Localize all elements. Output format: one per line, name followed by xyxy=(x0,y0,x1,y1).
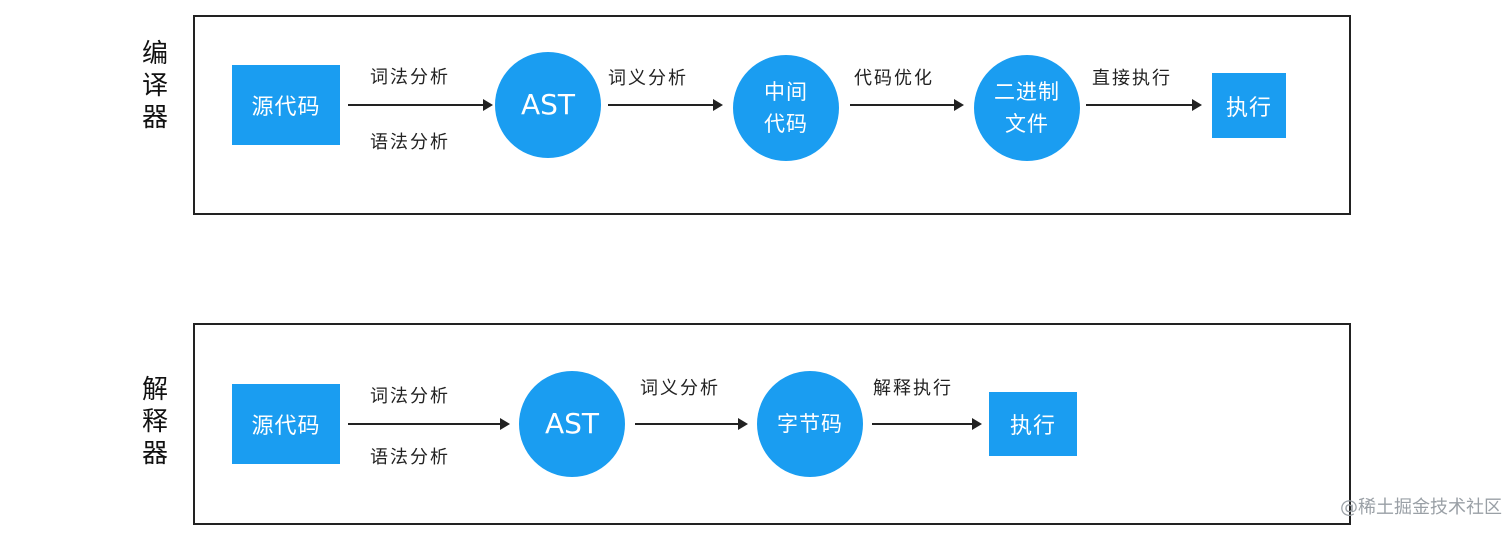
compiler-source-code-node: 源代码 xyxy=(232,65,340,145)
compiler-ir-line2: 代码 xyxy=(764,112,808,136)
interpreter-arrow-bytecode-to-exec xyxy=(872,418,982,430)
interpreter-arrow-source-to-ast xyxy=(348,418,510,430)
compiler-ast-node: AST xyxy=(495,52,601,158)
compiler-intermediate-code-node: 中间 代码 xyxy=(733,55,839,161)
compiler-binary-line1: 二进制 xyxy=(994,80,1060,104)
compiler-optimize-label: 代码优化 xyxy=(854,68,934,89)
interpreter-arrow-ast-to-bytecode xyxy=(635,418,748,430)
compiler-arrow-source-to-ast xyxy=(348,99,493,111)
compiler-semantic-label: 词义分析 xyxy=(608,68,688,89)
compiler-arrow-ir-to-binary xyxy=(850,99,964,111)
interpreter-title: 解释器 xyxy=(141,375,168,469)
compiler-binary-line2: 文件 xyxy=(1005,112,1049,136)
compiler-execute-node: 执行 xyxy=(1212,73,1286,138)
interpreter-lexical-label: 词法分析 xyxy=(370,386,450,407)
compiler-lexical-label: 词法分析 xyxy=(370,67,450,88)
compiler-arrow-binary-to-exec xyxy=(1086,99,1202,111)
watermark-text: @稀土掘金技术社区 xyxy=(1340,497,1502,518)
compiler-title: 编译器 xyxy=(141,39,168,133)
interpreter-source-code-node: 源代码 xyxy=(232,384,340,464)
compiler-ir-line1: 中间 xyxy=(764,80,808,104)
interpreter-semantic-label: 词义分析 xyxy=(640,378,720,399)
compiler-arrow-ast-to-ir xyxy=(608,99,723,111)
interpreter-exec-label: 解释执行 xyxy=(873,378,953,399)
interpreter-bytecode-node: 字节码 xyxy=(757,371,863,477)
compiler-direct-exec-label: 直接执行 xyxy=(1092,68,1172,89)
interpreter-syntax-label: 语法分析 xyxy=(370,447,450,468)
interpreter-execute-node: 执行 xyxy=(989,392,1077,456)
compiler-syntax-label: 语法分析 xyxy=(370,132,450,153)
compiler-binary-file-node: 二进制 文件 xyxy=(974,55,1080,161)
interpreter-ast-node: AST xyxy=(519,371,625,477)
